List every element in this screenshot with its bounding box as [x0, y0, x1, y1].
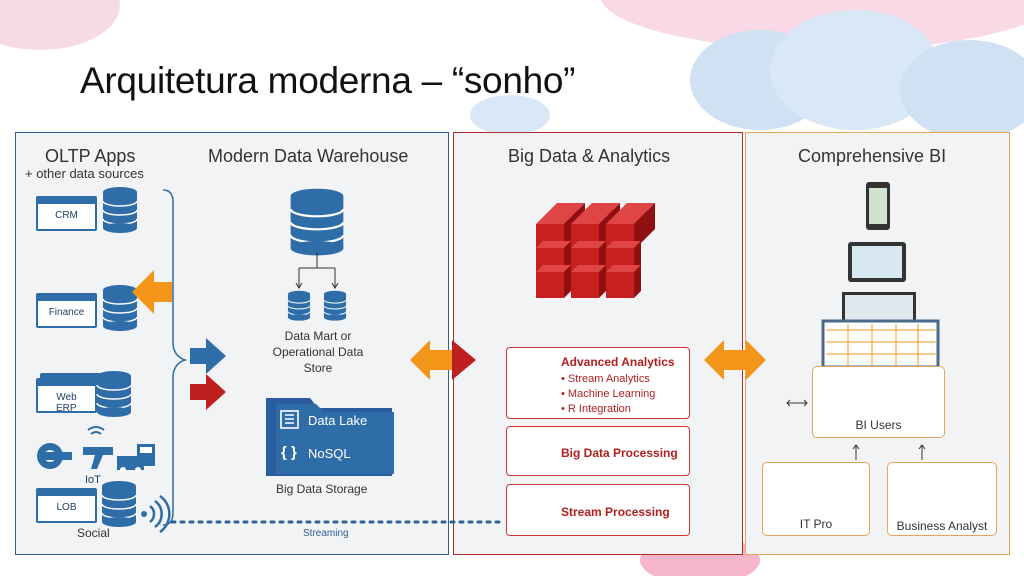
advanced-analytics-box: Advanced Analytics • Stream Analytics • … [506, 347, 690, 419]
cloud-shape [900, 40, 1024, 140]
advanced-item: • Stream Analytics [561, 373, 650, 385]
lob-database-icon [101, 480, 137, 528]
bi-users-label: BI Users [855, 418, 902, 432]
erp-label: ERP [56, 403, 77, 414]
etl-arrow-icon [190, 338, 226, 374]
social-label: Social [77, 526, 110, 540]
stream-processing-label: Stream Processing [561, 505, 670, 519]
big-data-processing-label: Big Data Processing [561, 446, 678, 460]
web-window: Web [36, 378, 97, 413]
crm-database-icon [102, 186, 138, 234]
mart-database-icon [287, 290, 311, 322]
iot-label: IoT [85, 474, 101, 486]
phone-icon [866, 182, 890, 230]
slide-title: Arquitetura moderna – “sonho” [80, 60, 576, 101]
cloud-shape [470, 95, 550, 135]
ingest-arrow-icon [190, 374, 226, 410]
crm-window: CRM [36, 196, 97, 231]
nosql-label: NoSQL [308, 446, 351, 461]
red-arrow-icon [452, 340, 476, 380]
bi-header: Comprehensive BI [798, 146, 947, 166]
erp-database-icon [96, 370, 132, 418]
tablet-icon [848, 242, 906, 282]
data-mart-label: Data Mart or Operational Data Store [272, 329, 364, 375]
finance-window: Finance [36, 293, 97, 328]
social-signal-icon [141, 494, 171, 534]
web-label: Web [56, 392, 77, 403]
advanced-item: • R Integration [561, 403, 631, 415]
dashboard-screen-icon [821, 319, 940, 369]
big-data-storage-label: Big Data Storage [276, 482, 368, 496]
sources-bracket [162, 189, 188, 526]
ods-database-icon [323, 290, 347, 322]
lob-window: LOB [36, 488, 97, 523]
user-arrows [852, 444, 926, 460]
finance-database-icon [102, 284, 138, 332]
it-pro-box: IT Pro [762, 462, 870, 536]
it-pro-label: IT Pro [799, 517, 833, 531]
big-data-cube-icon [536, 203, 655, 298]
crm-label: CRM [55, 210, 78, 221]
streaming-label: Streaming [303, 528, 349, 539]
stream-processing-box: Stream Processing [506, 484, 690, 536]
data-lake-icon [280, 410, 299, 429]
advanced-analytics-title: Advanced Analytics [561, 355, 675, 369]
business-analyst-label: Business Analyst [896, 519, 988, 533]
oltp-header: OLTP Apps [45, 146, 136, 166]
big-data-processing-box: Big Data Processing [506, 426, 690, 476]
bi-users-box: BI Users [812, 366, 945, 438]
data-lake-label: Data Lake [308, 413, 368, 428]
business-analyst-box: Business Analyst [887, 462, 997, 536]
oltp-subheader: + other data sources [25, 166, 144, 181]
iot-icons [37, 426, 155, 473]
big-data-header: Big Data & Analytics [508, 146, 671, 166]
warehouse-header: Modern Data Warehouse [208, 146, 409, 166]
warehouse-database-icon [289, 187, 345, 257]
nosql-glyph: { } [281, 444, 297, 461]
feedback-arrow-icon [132, 270, 172, 314]
finance-label: Finance [48, 307, 85, 318]
advanced-item: • Machine Learning [561, 388, 656, 400]
exchange-arrow-icon [704, 340, 766, 380]
mart-connector [298, 252, 336, 288]
lob-label: LOB [56, 502, 77, 513]
